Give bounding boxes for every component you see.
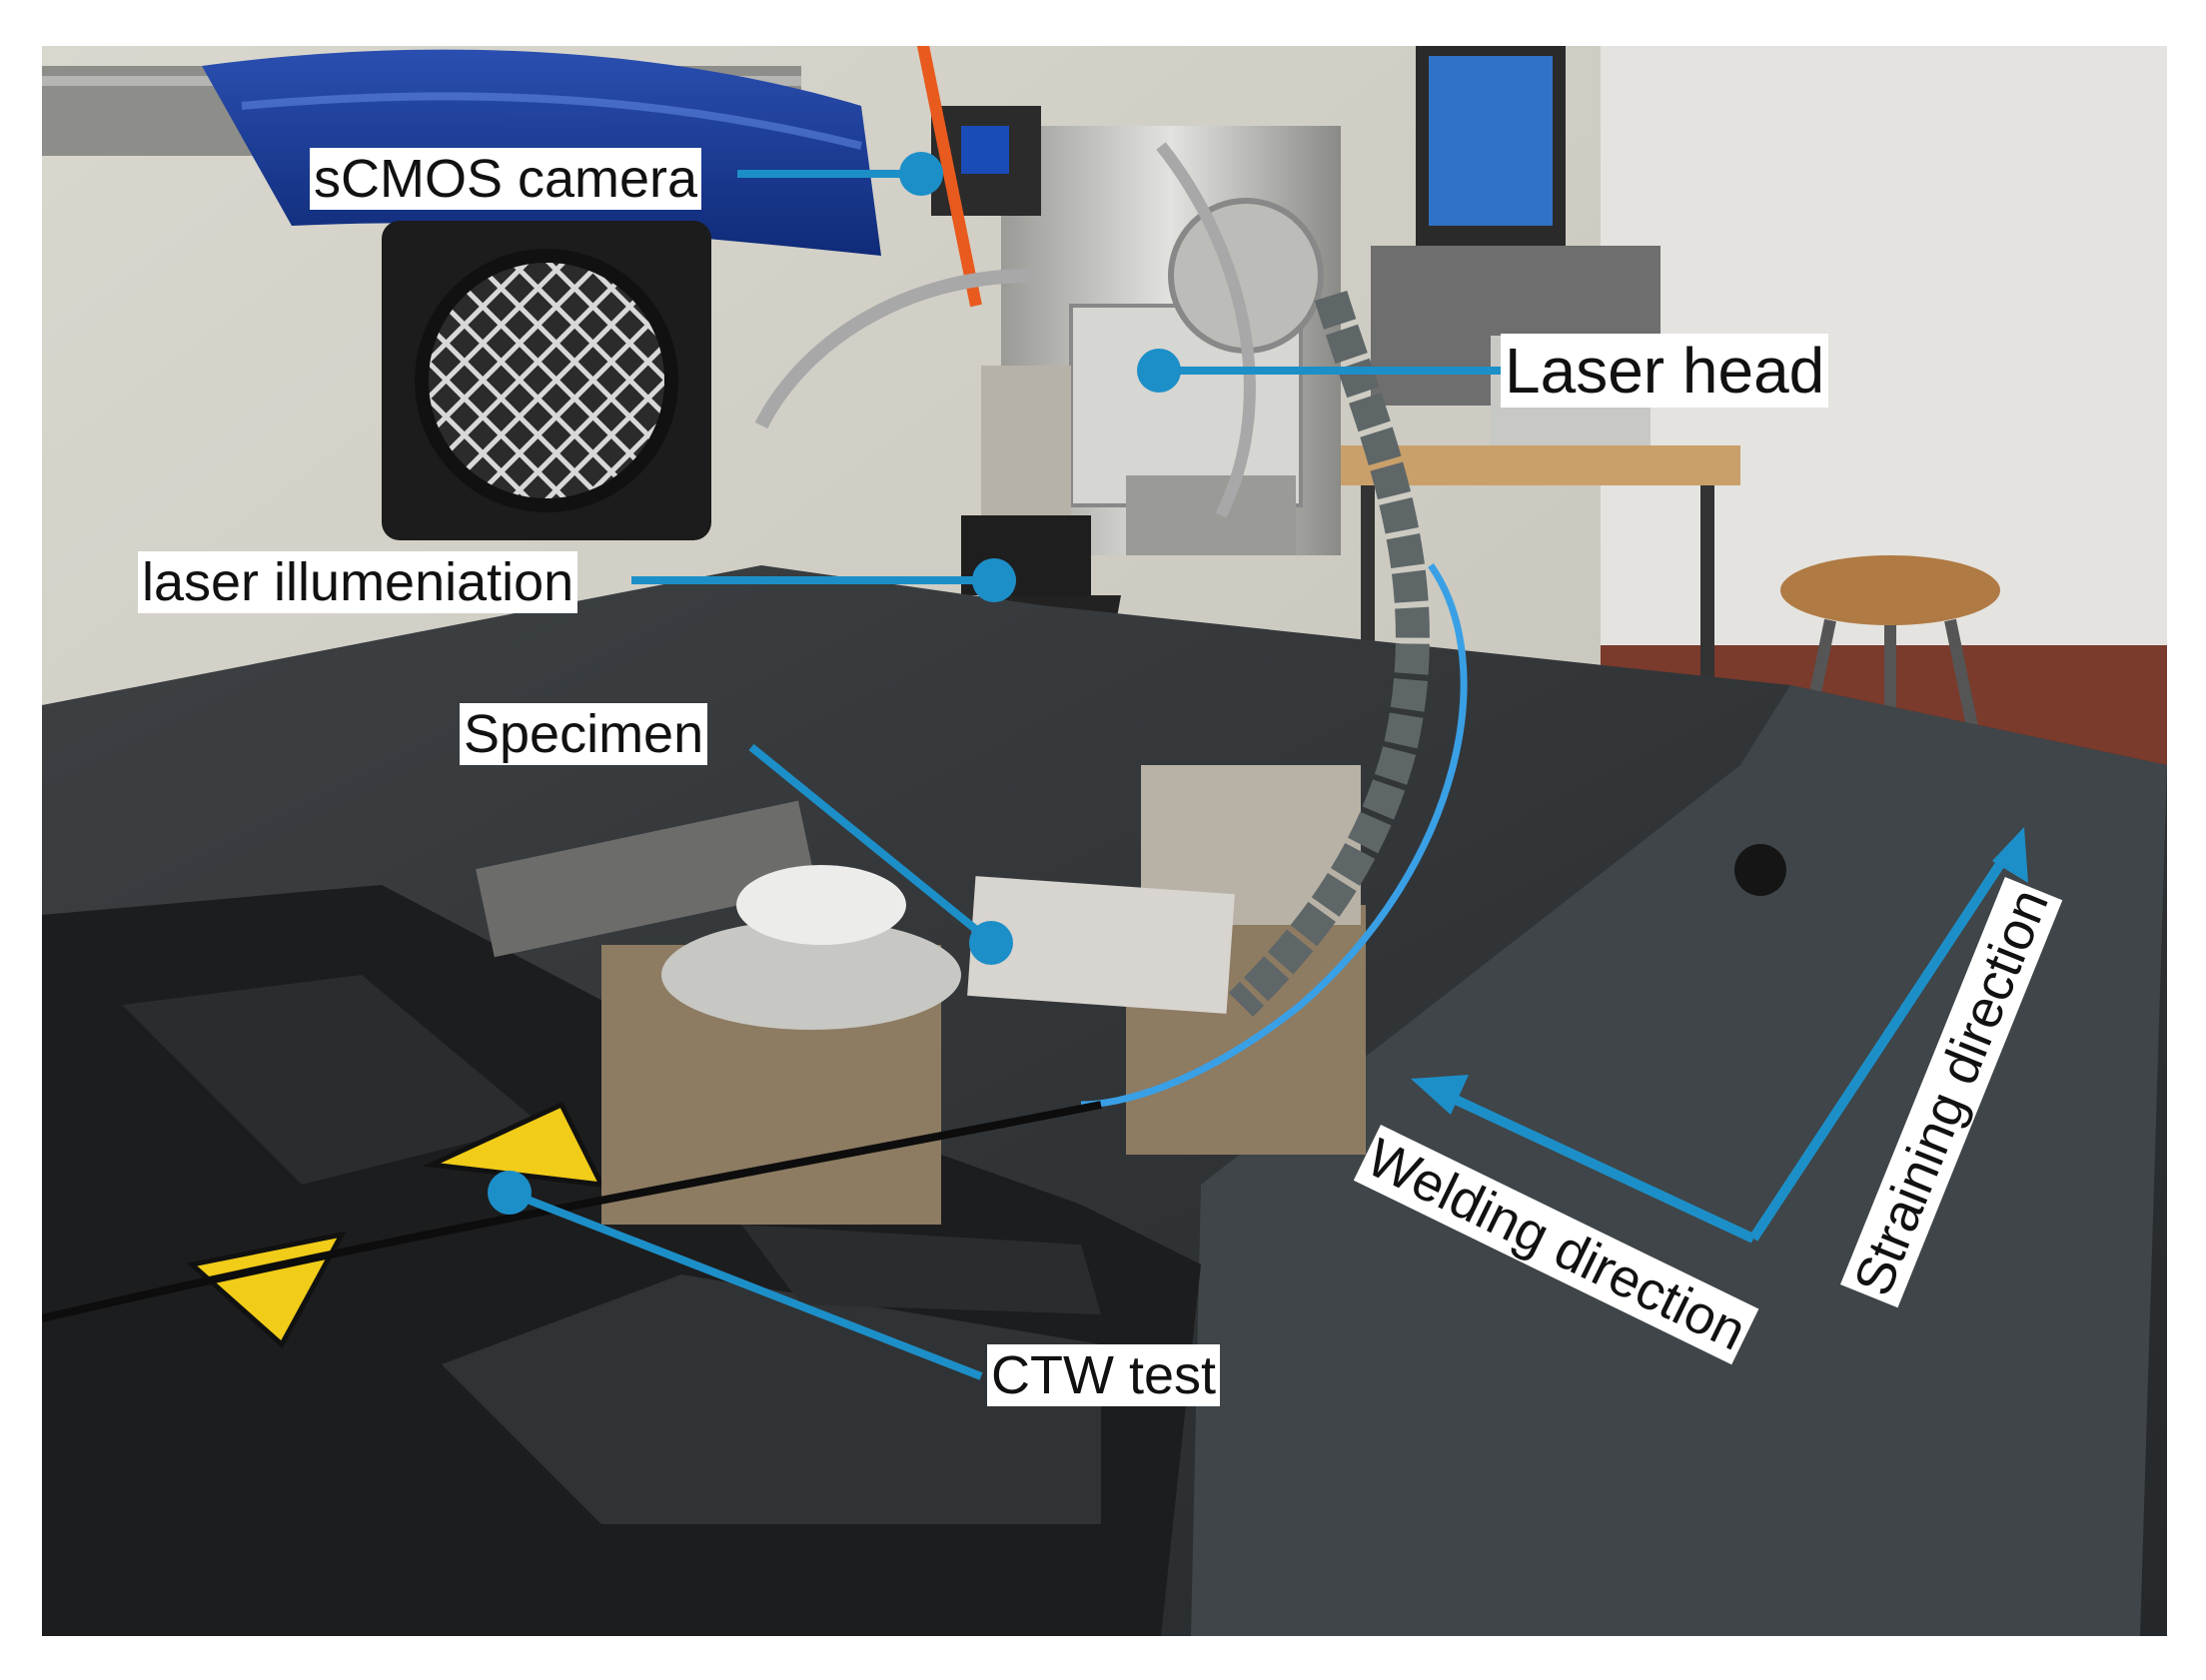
label-laser-illumination: laser illumeniation <box>138 551 578 613</box>
air-tube <box>1080 562 1468 1109</box>
right-plate <box>1191 685 2167 1636</box>
welding-direction-arrow <box>1438 1088 1756 1244</box>
callout-dot-specimen <box>969 921 1013 965</box>
callout-dot-camera <box>899 152 943 196</box>
label-scmos-camera: sCMOS camera <box>310 148 702 210</box>
stool-seat <box>1780 555 2000 625</box>
coolant-line <box>1228 290 1430 1018</box>
label-laser-head: Laser head <box>1501 334 1829 408</box>
callout-dot-ctw <box>488 1171 532 1215</box>
label-ctw-test: CTW test <box>987 1344 1220 1406</box>
straining-direction-arrow <box>1748 852 2011 1242</box>
callout-dot-laser-head <box>1137 349 1181 393</box>
straining-direction-arrowhead <box>1992 827 2028 883</box>
ball-screw <box>476 800 817 958</box>
label-specimen: Specimen <box>460 703 708 765</box>
welding-direction-arrowhead <box>1411 1075 1469 1115</box>
callout-dot-illumination <box>972 558 1016 602</box>
black-wire <box>42 1101 1102 1322</box>
experimental-setup-photo: sCMOS camera Laser head laser illumeniat… <box>42 46 2167 1636</box>
specimen-sheet <box>967 876 1235 1014</box>
illumination-head <box>981 366 1071 515</box>
annotation-lines <box>488 152 2028 1380</box>
